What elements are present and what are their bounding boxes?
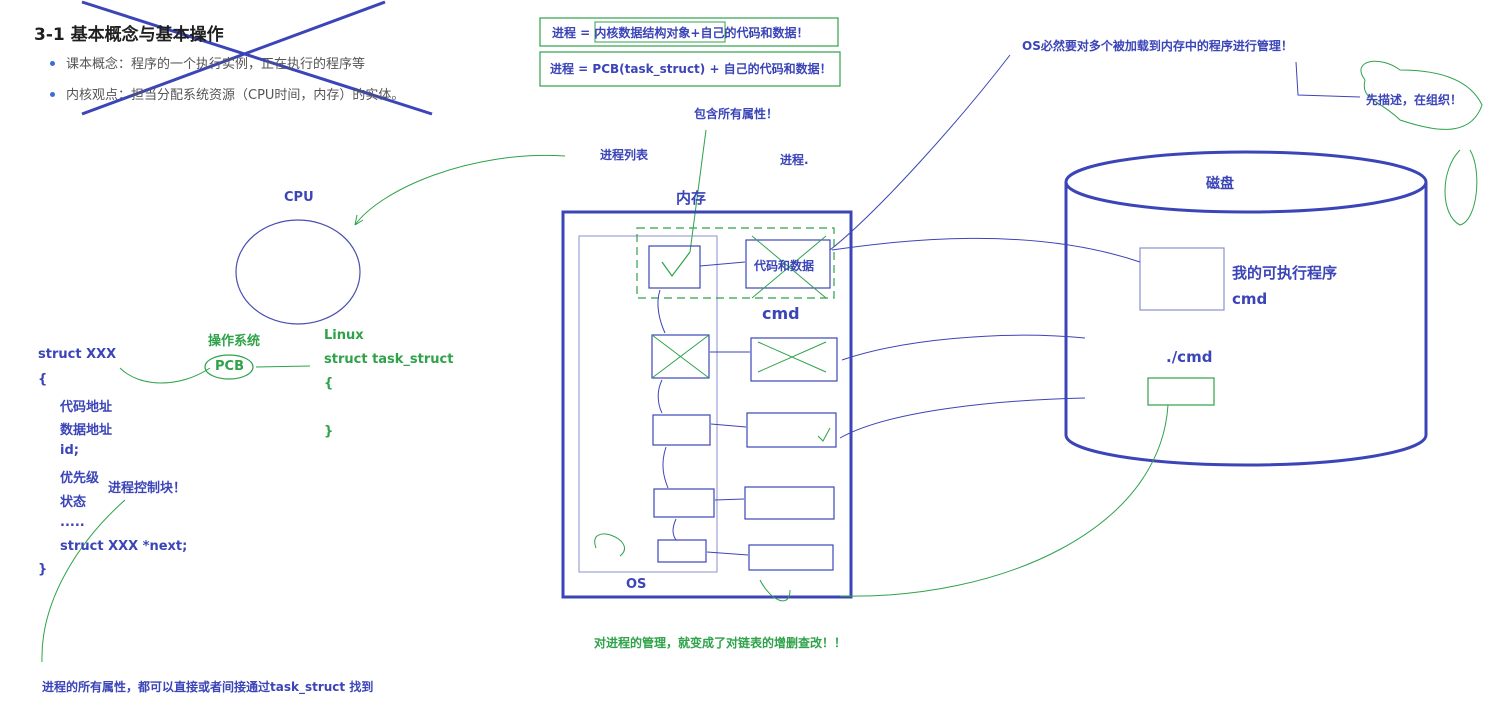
struct-line-9: } (38, 562, 48, 577)
formula-line-2: 进程 = PCB(task_struct) + 自己的代码和数据！ (550, 62, 832, 76)
load-arrow-3 (839, 397, 1086, 439)
os-manage-arrow (829, 54, 1011, 251)
code-block-3 (746, 412, 837, 448)
cmd-to-memory-arrow (839, 404, 1169, 597)
task-struct-close-brace: } (324, 424, 334, 439)
struct-line-0: struct XXX (38, 347, 117, 362)
struct-line-6: 状态 (60, 495, 87, 510)
check-mark-3 (817, 427, 831, 442)
cpu-arrowhead (354, 214, 364, 226)
formula-box-2 (539, 51, 841, 87)
struct-line-2: 代码地址 (60, 400, 113, 415)
cpu-label: CPU (284, 190, 314, 205)
task-struct-label: struct task_struct (324, 352, 454, 367)
title-cross-line-2 (81, 0, 386, 116)
os-manage-note: OS必然要对多个被加载到内存中的程序进行管理！ (1022, 39, 1293, 53)
disk-top (1064, 150, 1428, 214)
code-block-1 (745, 239, 831, 289)
linux-label: Linux (324, 328, 364, 343)
link-arrow-3 (710, 423, 747, 428)
pcb-node-4 (653, 488, 715, 518)
code-data-label: 代码和数据 (754, 259, 815, 273)
opsys-label: 操作系统 (208, 334, 261, 349)
list-arrow-1 (657, 289, 666, 334)
load-arrow-1 (831, 237, 1141, 263)
memory-label: 内存 (676, 189, 707, 207)
disk-label: 磁盘 (1206, 176, 1234, 192)
process-dashed-region (636, 227, 835, 299)
cpu-circle (235, 219, 361, 325)
struct-line-5: 优先级 (60, 471, 100, 486)
describe-organize-note: 先描述，在组织！ (1366, 93, 1463, 107)
list-arrow-4 (672, 518, 677, 541)
pcb-node-3 (652, 414, 711, 446)
struct-line-1: { (38, 372, 48, 387)
formula-line-1: 进程 = 内核数据结构对象+自己的代码和数据！ (552, 26, 809, 40)
manage-loop (759, 579, 791, 602)
bullet-item-1: 课本概念：程序的一个执行实例，正在执行的程序等 (66, 57, 366, 72)
bullet-item-2: 内核观点：担当分配系统资源（CPU时间，内存）的实体。 (66, 88, 405, 103)
struct-line-8: struct XXX *next; (60, 539, 188, 554)
contains-arrow (689, 129, 707, 253)
bullet-dot-1 (50, 61, 55, 66)
link-arrow-5 (706, 551, 749, 556)
pcb-node-5 (657, 539, 707, 563)
os-loop (594, 533, 625, 557)
code-block-2-cross-b (757, 341, 827, 373)
pcb-label: PCB (215, 359, 244, 374)
kernel-highlight (594, 21, 726, 43)
pcb-ellipse (204, 354, 254, 380)
page-title: 3-1 基本概念与基本操作 (34, 25, 224, 45)
list-arrow-2 (657, 379, 663, 414)
os-label: OS (626, 577, 647, 592)
green-scribble-1 (1360, 60, 1483, 130)
load-arrow-2 (841, 334, 1086, 361)
run-cmd-label: ./cmd (1166, 348, 1213, 366)
memory-box (561, 210, 853, 599)
title-cross-line-1 (81, 0, 433, 116)
bullet-dot-2 (50, 92, 55, 97)
process-list-label: 进程列表 (600, 148, 649, 162)
disk-bottom (1064, 434, 1428, 467)
process-label: 进程. (780, 153, 809, 167)
task-struct-open-brace: { (324, 376, 334, 391)
struct-line-3: 数据地址 (60, 423, 113, 438)
manage-note: 对进程的管理，就变成了对链表的增删查改！！ (594, 636, 847, 650)
code-block-1-cross-b (751, 235, 827, 299)
pcb-node-1 (648, 245, 701, 289)
link-arrow-4 (714, 498, 745, 501)
cmd-memory-label: cmd (762, 304, 800, 323)
code-block-4 (744, 486, 835, 520)
cmd-disk-label: cmd (1232, 290, 1268, 308)
kernel-region (578, 235, 718, 573)
process-list-to-cpu-arrow (354, 154, 566, 226)
struct-line-4: id; (60, 443, 79, 458)
pcb-to-linux-arrow (255, 365, 311, 368)
cmd-run-box (1147, 377, 1215, 406)
exec-program-label: 我的可执行程序 (1232, 264, 1338, 282)
link-arrow-1 (699, 261, 746, 267)
describe-arrow (1295, 61, 1361, 98)
pcb-node-2-cross-b (651, 334, 710, 379)
green-scribble-2 (1444, 149, 1478, 226)
contains-all-note: 包含所有属性！ (694, 107, 779, 121)
pcb-node-2 (651, 334, 710, 379)
code-block-5 (748, 544, 834, 571)
list-arrow-3 (662, 446, 669, 489)
formula-box-1 (539, 17, 839, 47)
struct-to-pcb-arrow (119, 367, 211, 384)
pcb-note-arrow (41, 499, 126, 663)
exec-program-box (1139, 247, 1225, 311)
bottom-note: 进程的所有属性，都可以直接或者间接通过task_struct 找到 (42, 680, 374, 694)
pcb-note: 进程控制块！ (108, 481, 187, 496)
code-block-2 (750, 337, 838, 382)
check-mark-1 (661, 251, 691, 278)
struct-line-7: ..... (60, 515, 85, 530)
